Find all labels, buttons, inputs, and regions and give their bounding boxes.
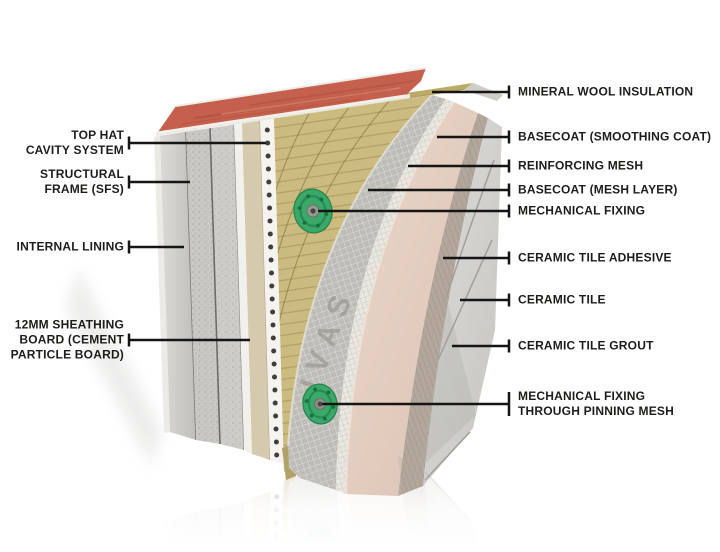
leader-mechanical-fixing-through-pinning-mesh [322, 392, 511, 416]
structural-frame-panel [186, 124, 245, 451]
wall-cutaway: IVAS [154, 67, 503, 496]
leader-basecoat-mesh-layer [368, 183, 511, 197]
reinforcing-mesh-face [336, 99, 454, 494]
leader-top-hat-cavity-system [127, 136, 266, 150]
floor-reflection [154, 456, 503, 552]
leader-lines [127, 85, 511, 416]
leader-reinforcing-mesh [408, 159, 511, 173]
leader-internal-lining [127, 240, 184, 254]
leader-sheathing-board [127, 333, 250, 347]
leader-mineral-wool-insulation [432, 85, 511, 99]
leader-structural-frame-sfs [127, 175, 190, 189]
leader-ceramic-tile-adhesive [443, 251, 511, 265]
fire-barrier-top-red [157, 67, 427, 134]
leader-ceramic-tile [460, 293, 511, 307]
perforation-dots [264, 127, 280, 458]
mechanical-fixing-disc-upper [293, 188, 333, 234]
leader-basecoat-smoothing-coat [437, 130, 511, 144]
top-hat-cavity-strip [260, 118, 284, 464]
mechanical-fixing-disc-lower [302, 383, 338, 425]
tile-shadow-patch [420, 300, 476, 468]
cast-shadow [66, 268, 162, 468]
smoothing-basecoat-face [345, 101, 478, 496]
wall-top-faces [156, 67, 503, 136]
leader-ceramic-tile-grout [452, 339, 511, 353]
leader-mechanical-fixing [318, 204, 511, 218]
